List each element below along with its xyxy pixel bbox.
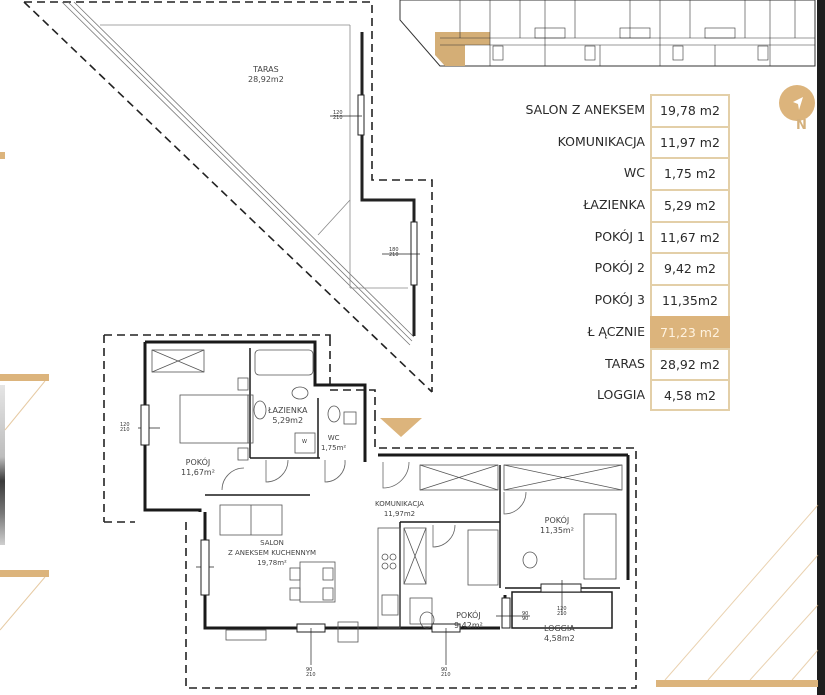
area-label: POKÓJ 1 <box>594 228 645 244</box>
windows <box>140 404 582 633</box>
room-label-salon: SALON Z ANEKSEM KUCHENNYM 19,78m² <box>228 538 316 568</box>
area-label: LOGGIA <box>597 387 645 403</box>
area-row-total: Ł ĄCZNIE 71,23 m2 <box>500 315 730 348</box>
room-area: 19,78m² <box>257 559 287 567</box>
room-area: 11,35m² <box>540 526 574 535</box>
entrance-marker-icon <box>380 418 422 437</box>
area-row-loggia: LOGGIA 4,58 m2 <box>500 379 730 411</box>
area-label: KOMUNIKACJA <box>557 133 645 149</box>
area-row-pokoj-3: POKÓJ 3 11,35m2 <box>500 284 730 316</box>
room-label-pokoj-1: POKÓJ 11,67m² <box>181 458 215 478</box>
area-value: 11,97 m2 <box>650 125 730 158</box>
room-name: POKÓJ <box>456 611 481 620</box>
room-label-lazienka: ŁAZIENKA 5,29m2 <box>268 406 307 426</box>
room-name: POKÓJ <box>544 516 570 525</box>
window-edge <box>817 0 825 695</box>
room-label-wc: WC 1,75m² <box>321 433 346 453</box>
area-value: 19,78 m2 <box>650 94 730 126</box>
room-area: 11,67m² <box>181 468 215 477</box>
area-row-wc: WC 1,75 m2 <box>500 157 730 190</box>
room-name-2: Z ANEKSEM KUCHENNYM <box>228 549 317 557</box>
area-label: Ł ĄCZNIE <box>587 323 645 339</box>
room-area: 9,42m² <box>454 621 483 630</box>
north-arrow-icon <box>779 85 815 121</box>
area-row-komunikacja: KOMUNIKACJA 11,97 m2 <box>500 125 730 158</box>
room-name: KOMUNIKACJA <box>375 500 424 508</box>
area-value: 5,29 m2 <box>650 189 730 221</box>
room-label-komunikacja: KOMUNIKACJA 11,97m2 <box>375 499 424 519</box>
area-row-taras: TARAS 28,92 m2 <box>500 347 730 380</box>
area-value: 1,75 m2 <box>650 157 730 190</box>
room-name: TARAS <box>253 65 279 74</box>
area-value: 11,35m2 <box>650 284 730 316</box>
area-row-salon: SALON Z ANEKSEM 19,78 m2 <box>500 94 730 126</box>
room-name: LOGGIA <box>544 624 575 633</box>
room-name: WC <box>327 434 340 442</box>
area-value: 9,42 m2 <box>650 252 730 285</box>
area-row-pokoj-2: POKÓJ 2 9,42 m2 <box>500 252 730 285</box>
room-label-taras: TARAS 28,92m2 <box>248 65 284 85</box>
apartment-outline <box>103 334 637 689</box>
area-label: POKÓJ 3 <box>594 292 645 308</box>
area-label: ŁAZIENKA <box>583 197 645 213</box>
furniture <box>151 349 623 643</box>
room-label-pokoj-2: POKÓJ 9,42m² <box>454 611 483 631</box>
area-label: WC <box>623 165 645 181</box>
area-value: 11,67 m2 <box>650 220 730 253</box>
room-area: 5,29m2 <box>272 416 304 425</box>
area-value: 4,58 m2 <box>650 379 730 411</box>
compass-label: N <box>796 118 807 133</box>
area-row-pokoj-1: POKÓJ 1 11,67 m2 <box>500 220 730 253</box>
background-photo-fragment <box>0 385 5 545</box>
washer-label: W <box>302 439 307 445</box>
room-label-loggia: LOGGIA 4,58m2 <box>544 624 575 644</box>
area-row-lazienka: ŁAZIENKA 5,29 m2 <box>500 189 730 221</box>
area-summary-table: SALON Z ANEKSEM 19,78 m2 KOMUNIKACJA 11,97… <box>500 94 730 411</box>
room-area: 1,75m² <box>321 444 347 452</box>
area-value: 28,92 m2 <box>650 347 730 380</box>
room-name: SALON <box>260 539 284 547</box>
room-area: 4,58m2 <box>544 634 575 643</box>
area-label: POKÓJ 2 <box>594 260 645 276</box>
room-name: POKÓJ <box>185 458 211 467</box>
area-label: TARAS <box>605 355 645 371</box>
room-area: 28,92m2 <box>248 75 284 84</box>
area-value-total: 71,23 m2 <box>650 315 730 348</box>
decorative-accents <box>0 152 819 687</box>
terrace <box>23 1 433 393</box>
room-label-pokoj-3: POKÓJ 11,35m² <box>540 516 574 536</box>
area-label: SALON Z ANEKSEM <box>525 102 645 117</box>
room-area: 11,97m2 <box>383 510 416 518</box>
room-name: ŁAZIENKA <box>268 406 308 415</box>
building-key-plan <box>399 0 816 67</box>
